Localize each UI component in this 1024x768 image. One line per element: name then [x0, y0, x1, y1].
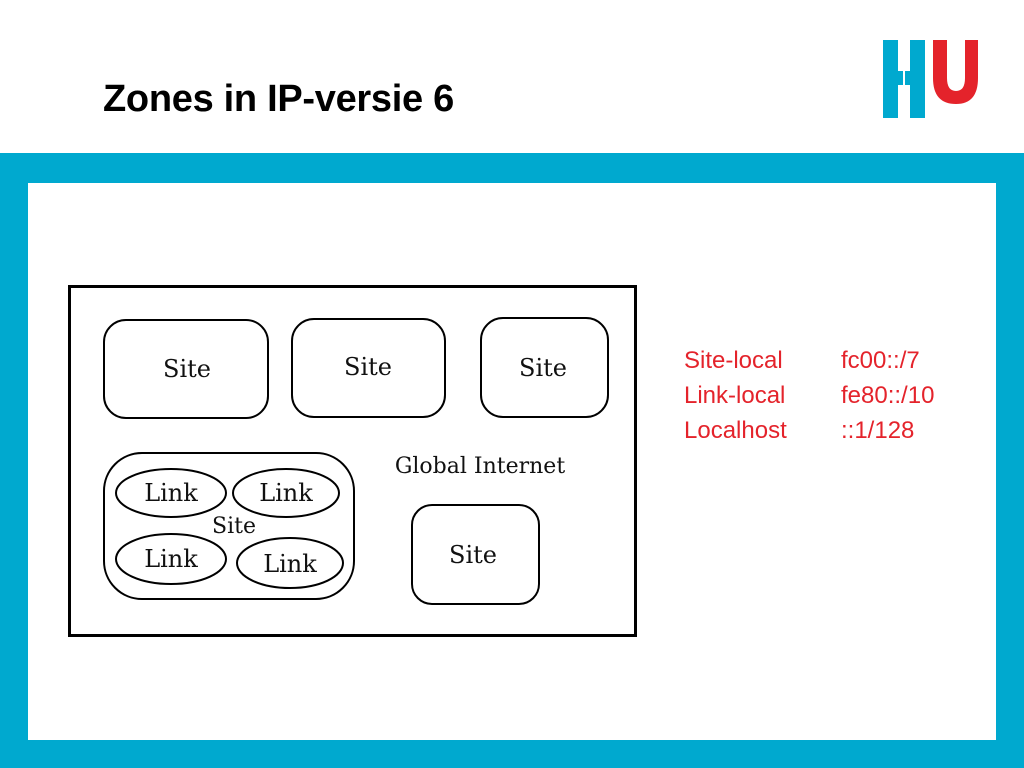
slide-frame: Site Site Site Link Link Link Link Site …: [0, 153, 1024, 768]
site-box-links: [103, 452, 355, 600]
site-box-3: [480, 317, 609, 418]
site-label-4: Site: [212, 514, 256, 539]
zone-row-localhost: Localhost ::1/128: [684, 413, 934, 448]
logo-h-right-bar: [910, 40, 925, 118]
slide-title: Zones in IP-versie 6: [103, 78, 454, 120]
site-label-2: Site: [344, 353, 392, 381]
link-ellipse-4: [236, 537, 344, 589]
site-box-5: [411, 504, 540, 605]
link-ellipse-3: [115, 533, 227, 585]
logo-u-shape: [933, 40, 978, 104]
site-box-1: [103, 319, 269, 419]
logo-h-crossbar-left: [898, 71, 903, 85]
link-label-1: Link: [144, 479, 198, 507]
site-box-2: [291, 318, 446, 418]
logo-h-crossbar-right: [905, 71, 910, 85]
slide-header: Zones in IP-versie 6: [0, 0, 1024, 153]
site-label-3: Site: [519, 354, 567, 382]
ipv6-zones-diagram: Site Site Site Link Link Link Link Site …: [68, 285, 637, 637]
global-internet-box: [68, 285, 637, 637]
link-label-4: Link: [263, 550, 317, 578]
logo-h-left-bar: [883, 40, 898, 118]
link-label-3: Link: [144, 545, 198, 573]
zone-prefix: ::1/128: [841, 417, 915, 444]
link-ellipse-2: [232, 468, 340, 518]
hu-logo-icon: [883, 40, 978, 118]
site-label-5: Site: [449, 541, 497, 569]
link-ellipse-1: [115, 468, 227, 518]
global-internet-label: Global Internet: [395, 454, 566, 479]
link-label-2: Link: [259, 479, 313, 507]
zone-name: Link-local: [684, 382, 786, 409]
zone-prefix-list: Site-local fc00::/7 Link-local fe80::/10…: [684, 343, 934, 448]
slide-content: Site Site Site Link Link Link Link Site …: [28, 183, 996, 740]
zone-name: Site-local: [684, 347, 783, 374]
site-label-1: Site: [163, 355, 211, 383]
zone-row-site-local: Site-local fc00::/7: [684, 343, 934, 378]
zone-prefix: fc00::/7: [841, 347, 920, 374]
zone-row-link-local: Link-local fe80::/10: [684, 378, 934, 413]
zone-name: Localhost: [684, 417, 787, 444]
zone-prefix: fe80::/10: [841, 382, 935, 409]
